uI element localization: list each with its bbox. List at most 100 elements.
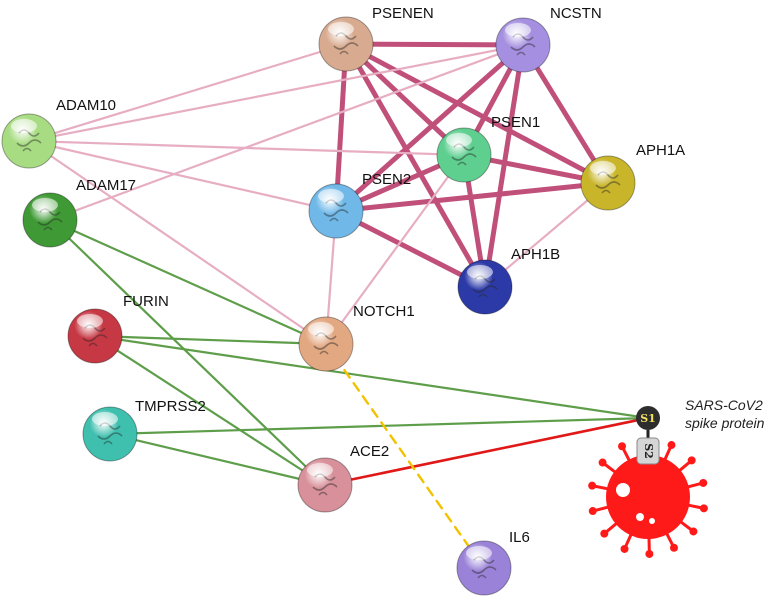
edge-adam17-ncstn (48, 43, 525, 222)
virus-dot (616, 483, 630, 497)
virus-spike-tip (620, 544, 629, 553)
edge-adam17-ace2 (48, 218, 327, 487)
edge-adam10-ncstn (27, 43, 525, 143)
node-il6[interactable]: IL6 (456, 529, 530, 596)
node-label: IL6 (509, 529, 530, 546)
virus-label-line2: spike protein (685, 415, 765, 431)
node-tmprss2[interactable]: TMPRSS2 (82, 398, 206, 462)
node-psenen[interactable]: PSENEN (318, 5, 434, 72)
node-label: PSENEN (372, 5, 434, 22)
edge-psenen-aph1a (343, 41, 611, 186)
virus-spike-tip (669, 543, 678, 552)
node-aph1a[interactable]: APH1A (580, 142, 685, 211)
node-highlight (505, 23, 531, 37)
node-label: ACE2 (350, 443, 389, 460)
node-ncstn[interactable]: NCSTN (495, 5, 602, 73)
edge-ncstn-psen2 (333, 42, 526, 214)
virus-spike (594, 484, 610, 491)
s2-label: S2 (642, 443, 655, 459)
node-highlight (11, 119, 37, 133)
edge-aph1a-psen2 (333, 180, 611, 214)
node-label: FURIN (123, 293, 169, 310)
node-label: PSEN2 (362, 171, 411, 188)
edge-psen2-aph1b (333, 208, 488, 290)
edge-psenen-aph1b (343, 41, 488, 290)
node-highlight (590, 161, 616, 175)
node-psen1[interactable]: PSEN1 (436, 114, 540, 183)
edge-adam10-notch1 (27, 139, 328, 346)
virus-spike-tip (699, 504, 708, 513)
node-label: ADAM10 (56, 97, 116, 114)
edge-furin-s1 (93, 334, 650, 420)
virus-spike (686, 482, 701, 489)
node-highlight (318, 189, 344, 203)
edge-furin-notch1 (93, 334, 328, 346)
node-aph1b[interactable]: APH1B (457, 246, 560, 315)
virus-spike (664, 531, 674, 546)
edge-ncstn-aph1b (482, 42, 526, 290)
virus-spike (663, 447, 672, 462)
virus-spike-tip (598, 458, 607, 467)
virus-spike (605, 521, 619, 533)
virus-spike (678, 519, 692, 531)
node-highlight (328, 22, 354, 36)
edge-tmprss2-ace2 (108, 432, 327, 487)
node-label: APH1A (636, 142, 685, 159)
node-highlight (92, 412, 118, 426)
virus-spike (677, 461, 691, 473)
node-label: NCSTN (550, 5, 602, 22)
edge-ncstn-aph1a (520, 42, 611, 186)
virus-label-line1: SARS-CoV2 (685, 397, 763, 413)
virus-spike-tip (667, 441, 676, 450)
node-adam17[interactable]: ADAM17 (22, 177, 136, 248)
node-adam10[interactable]: ADAM10 (1, 97, 116, 169)
edge-psenen-ncstn (343, 41, 526, 48)
node-highlight (307, 463, 333, 477)
node-psen2[interactable]: PSEN2 (308, 171, 411, 239)
edge-notch1-il6 (324, 342, 486, 570)
s1-label: S1 (640, 412, 656, 425)
virus-spike (624, 532, 633, 547)
node-label: TMPRSS2 (135, 398, 206, 415)
edge-adam17-notch1 (48, 218, 328, 346)
edge-psenen-psen1 (343, 41, 467, 158)
edge-adam10-psen2 (27, 139, 338, 213)
s2-domain (636, 437, 660, 465)
sars-cov2-virus: S2 S1 SARS-CoV2 spike protein (588, 397, 765, 558)
virus-spike-tip (699, 478, 708, 487)
node-label: ADAM17 (76, 177, 136, 194)
virus-spike (686, 503, 702, 510)
virus-spike-tip (618, 442, 627, 451)
virus-dot (649, 518, 655, 524)
edge-furin-ace2 (93, 334, 327, 487)
virus-spike-tip (645, 549, 654, 558)
edge-psenen-psen2 (333, 41, 349, 214)
virus-spike (595, 505, 610, 512)
node-highlight (32, 198, 58, 212)
virus-spike (604, 463, 618, 475)
node-label: APH1B (511, 246, 560, 263)
virus-dot (636, 513, 644, 521)
node-highlight (467, 265, 493, 279)
node-label: PSEN1 (491, 114, 540, 131)
virus-spike-tip (600, 529, 609, 538)
edge-tmprss2-s1 (108, 416, 650, 436)
virus-spike-tip (588, 507, 597, 516)
edge-adam10-psenen (27, 42, 348, 143)
edge-notch1-psen1 (324, 153, 466, 346)
virus-spike-tip (687, 456, 696, 465)
s1-domain (636, 406, 660, 430)
node-notch1[interactable]: NOTCH1 (298, 303, 415, 372)
edge-ace2-s1 (323, 416, 650, 487)
node-label: NOTCH1 (353, 303, 415, 320)
virus-body (606, 455, 690, 539)
node-ace2[interactable]: ACE2 (297, 443, 389, 513)
node-furin[interactable]: FURIN (67, 293, 169, 364)
virus-spike (622, 448, 632, 463)
node-highlight (466, 546, 492, 560)
virus-spikes (588, 441, 708, 558)
node-highlight (308, 322, 334, 336)
node-highlight (77, 314, 103, 328)
